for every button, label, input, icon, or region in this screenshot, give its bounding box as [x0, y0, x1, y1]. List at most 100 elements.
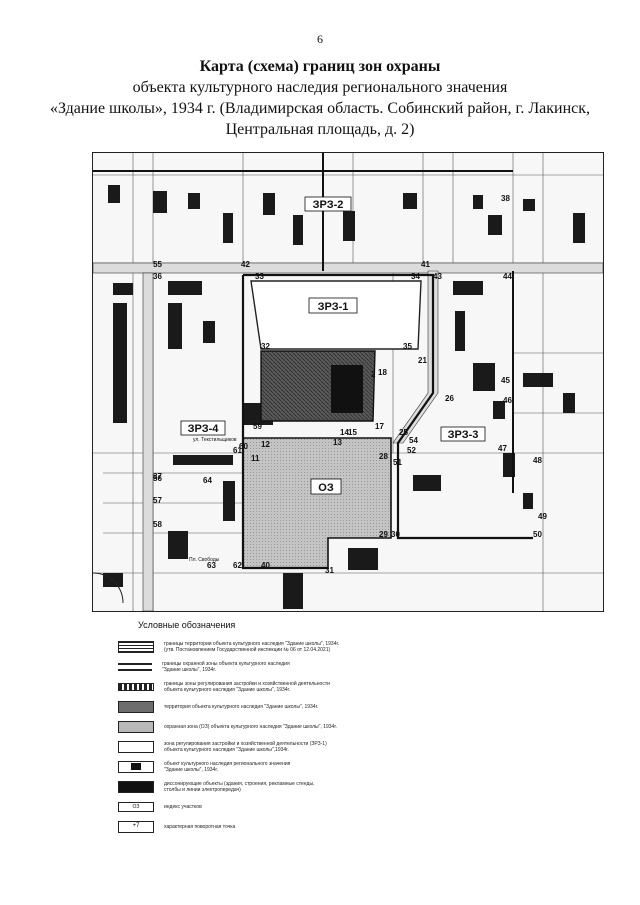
legend-text: характерная поворотная точка: [164, 824, 236, 830]
title-line-3: «Здание школы», 1934 г. (Владимирская об…: [49, 100, 591, 117]
zrz4-label: ЗРЗ-4: [188, 423, 220, 435]
legend-item: +7 характерная поворотная точка: [118, 818, 578, 836]
svg-text:17: 17: [375, 422, 384, 431]
svg-text:54: 54: [409, 436, 418, 445]
svg-text:41: 41: [421, 260, 430, 269]
title-line-4: Центральная площадь, д. 2): [225, 121, 415, 138]
svg-text:42: 42: [241, 260, 250, 269]
legend-text: охранная зона (ОЗ) объекта культурного н…: [164, 724, 337, 730]
legend-item: границы зоны регулирования застройки и х…: [118, 678, 578, 696]
svg-text:55: 55: [153, 260, 162, 269]
svg-text:2: 2: [371, 370, 376, 379]
compass-arc: [93, 572, 124, 604]
svg-text:18: 18: [378, 368, 387, 377]
legend-text: границы охранной зоны объекта культурног…: [162, 661, 290, 673]
oz-label: ОЗ: [318, 482, 334, 494]
legend-item: территория объекта культурного наследия …: [118, 698, 578, 716]
legend-text: объект культурного наследия региональног…: [164, 761, 291, 773]
svg-text:58: 58: [153, 520, 162, 529]
zrz3-label: ЗРЗ-3: [448, 429, 479, 441]
legend-symbol: [118, 641, 154, 653]
legend-text: зона регулирования застройки и хозяйстве…: [164, 741, 327, 753]
legend-symbol: [118, 721, 154, 733]
svg-text:15: 15: [348, 428, 357, 437]
legend-text: территория объекта культурного наследия …: [164, 704, 319, 710]
svg-text:36: 36: [153, 272, 162, 281]
legend-item: диссонирующие объекты (здания, строения,…: [118, 778, 578, 796]
legend: Условные обозначения границы территории …: [118, 620, 578, 838]
legend-item: границы территории объекта культурного н…: [118, 638, 578, 656]
svg-text:56: 56: [153, 474, 162, 483]
svg-text:14: 14: [340, 428, 349, 437]
title-line-1: Карта (схема) границ зон охраны: [199, 58, 441, 75]
legend-item: объект культурного наследия региональног…: [118, 758, 578, 776]
svg-text:11: 11: [251, 454, 260, 463]
svg-text:31: 31: [325, 566, 334, 575]
zrz1-label: ЗРЗ-1: [318, 301, 349, 313]
svg-text:29: 29: [379, 530, 388, 539]
svg-text:37: 37: [153, 472, 162, 481]
svg-text:47: 47: [498, 444, 507, 453]
page-number: 6: [317, 32, 323, 46]
svg-text:13: 13: [333, 438, 342, 447]
legend-symbol: [118, 761, 154, 773]
legend-text: индекс участков: [164, 804, 202, 810]
svg-text:21: 21: [418, 356, 427, 365]
legend-text: диссонирующие объекты (здания, строения,…: [164, 781, 315, 793]
map-svg: ЗРЗ-2 ЗРЗ-1 ЗРЗ-3 ЗРЗ-4 ОЗ ул. Текстильщ…: [93, 153, 603, 611]
legend-item: охранная зона (ОЗ) объекта культурного н…: [118, 718, 578, 736]
svg-text:26: 26: [445, 394, 454, 403]
school-building: [331, 365, 363, 413]
zrz1-zone: [250, 280, 422, 350]
svg-text:50: 50: [533, 530, 542, 539]
roads: [93, 262, 603, 611]
svg-text:64: 64: [203, 476, 212, 485]
svg-text:28: 28: [379, 452, 388, 461]
svg-text:38: 38: [501, 194, 510, 203]
legend-symbol: ОЗ: [118, 802, 154, 812]
svg-text:34: 34: [411, 272, 420, 281]
turning-points: 2 11 12 13 14 15 17 18 21 25 26 28 29 30…: [153, 194, 547, 575]
svg-text:40: 40: [261, 561, 270, 570]
legend-text: границы зоны регулирования застройки и х…: [164, 681, 330, 693]
svg-text:60: 60: [239, 442, 248, 451]
svg-text:59: 59: [253, 422, 262, 431]
document-title: Карта (схема) границ зон охраны объекта …: [20, 56, 620, 140]
legend-symbol: [118, 701, 154, 713]
zrz-boundary: [241, 273, 533, 570]
legend-text: границы территории объекта культурного н…: [164, 641, 340, 653]
legend-symbol: [118, 683, 154, 691]
legend-symbol: +7: [118, 821, 154, 833]
street-label-2: Пл. Свободы: [189, 557, 220, 563]
zone-map: ЗРЗ-2 ЗРЗ-1 ЗРЗ-3 ЗРЗ-4 ОЗ ул. Текстильщ…: [92, 152, 604, 612]
svg-text:25: 25: [399, 428, 408, 437]
svg-text:57: 57: [153, 496, 162, 505]
svg-text:52: 52: [407, 446, 416, 455]
svg-text:33: 33: [255, 272, 264, 281]
svg-text:30: 30: [391, 530, 400, 539]
legend-item: ОЗ индекс участков: [118, 798, 578, 816]
legend-symbol: [118, 663, 152, 671]
svg-text:35: 35: [403, 342, 412, 351]
svg-text:51: 51: [393, 458, 402, 467]
svg-text:48: 48: [533, 456, 542, 465]
svg-text:32: 32: [261, 342, 270, 351]
zrz2-label: ЗРЗ-2: [313, 199, 344, 211]
svg-text:61: 61: [233, 446, 242, 455]
svg-text:43: 43: [433, 272, 442, 281]
legend-item: зона регулирования застройки и хозяйстве…: [118, 738, 578, 756]
svg-text:62: 62: [233, 561, 242, 570]
legend-symbol: [118, 781, 154, 793]
svg-text:49: 49: [538, 512, 547, 521]
svg-text:12: 12: [261, 440, 270, 449]
svg-text:45: 45: [501, 376, 510, 385]
legend-item: границы охранной зоны объекта культурног…: [118, 658, 578, 676]
street-label-1: ул. Текстильщиков: [193, 437, 237, 443]
svg-text:63: 63: [207, 561, 216, 570]
legend-title: Условные обозначения: [138, 620, 236, 630]
zrz2-boundary: [93, 153, 514, 493]
svg-text:44: 44: [503, 272, 512, 281]
legend-symbol: [118, 741, 154, 753]
title-line-2: объекта культурного наследия регионально…: [132, 79, 508, 96]
svg-text:46: 46: [503, 396, 512, 405]
